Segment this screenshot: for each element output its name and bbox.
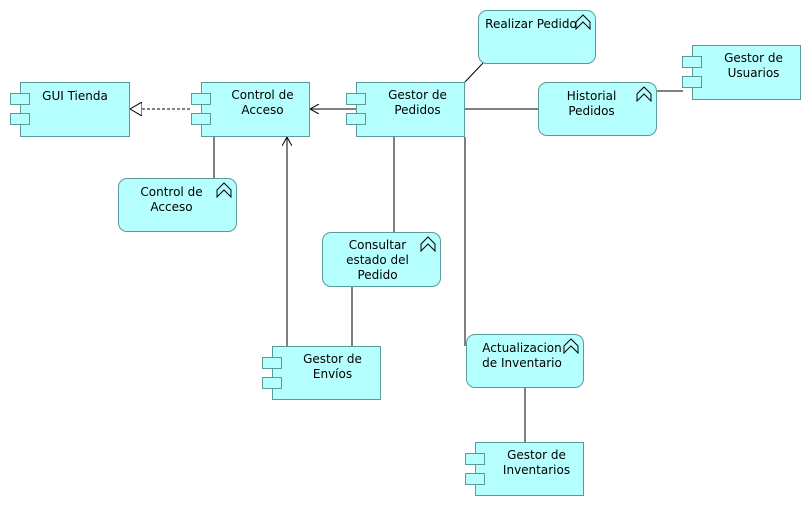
- service-control-acceso[interactable]: Control de Acceso: [118, 178, 237, 232]
- component-gestor-pedidos[interactable]: Gestor de Pedidos: [346, 82, 465, 137]
- component-label: Gestor de Inventarios: [502, 448, 571, 477]
- service-icon: [563, 338, 579, 354]
- service-historial-pedidos[interactable]: Historial Pedidos: [538, 82, 657, 136]
- service-label: Control de Acceso: [140, 185, 203, 214]
- component-gui-tienda[interactable]: GUI Tienda: [10, 82, 130, 137]
- service-label: Historial Pedidos: [566, 89, 617, 118]
- component-tab-icon: [682, 56, 702, 68]
- service-label: Actualizacion de Inventario: [482, 341, 562, 370]
- service-icon: [636, 86, 652, 102]
- component-tab-icon: [346, 113, 366, 125]
- service-icon: [420, 236, 436, 252]
- component-tab-icon: [465, 453, 485, 465]
- service-consultar-estado[interactable]: Consultar estado del Pedido: [322, 232, 441, 287]
- component-tab-icon: [10, 93, 30, 105]
- service-icon: [575, 14, 591, 30]
- component-tab-icon: [682, 76, 702, 88]
- component-gestor-usuarios[interactable]: Gestor de Usuarios: [682, 45, 801, 100]
- component-tab-icon: [465, 473, 485, 485]
- component-gestor-inventarios[interactable]: Gestor de Inventarios: [465, 442, 584, 496]
- component-label: Gestor de Pedidos: [388, 88, 447, 117]
- assoc-realizar-pedido: [464, 62, 484, 83]
- component-label: Gestor de Usuarios: [724, 51, 783, 80]
- service-label: Consultar estado del Pedido: [346, 238, 409, 282]
- component-gestor-envios[interactable]: Gestor de Envíos: [262, 346, 381, 400]
- service-actualizacion-inventario[interactable]: Actualizacion de Inventario: [466, 334, 584, 388]
- component-control-acceso[interactable]: Control de Acceso: [191, 82, 310, 137]
- component-label: GUI Tienda: [42, 89, 108, 103]
- component-tab-icon: [10, 113, 30, 125]
- service-icon: [216, 182, 232, 198]
- service-label: Realizar Pedido: [485, 17, 577, 31]
- component-label: Gestor de Envíos: [303, 352, 362, 381]
- component-tab-icon: [191, 93, 211, 105]
- service-realizar-pedido[interactable]: Realizar Pedido: [478, 10, 596, 64]
- component-tab-icon: [262, 357, 282, 369]
- component-label: Control de Acceso: [231, 88, 294, 117]
- component-tab-icon: [262, 377, 282, 389]
- component-tab-icon: [191, 113, 211, 125]
- component-tab-icon: [346, 93, 366, 105]
